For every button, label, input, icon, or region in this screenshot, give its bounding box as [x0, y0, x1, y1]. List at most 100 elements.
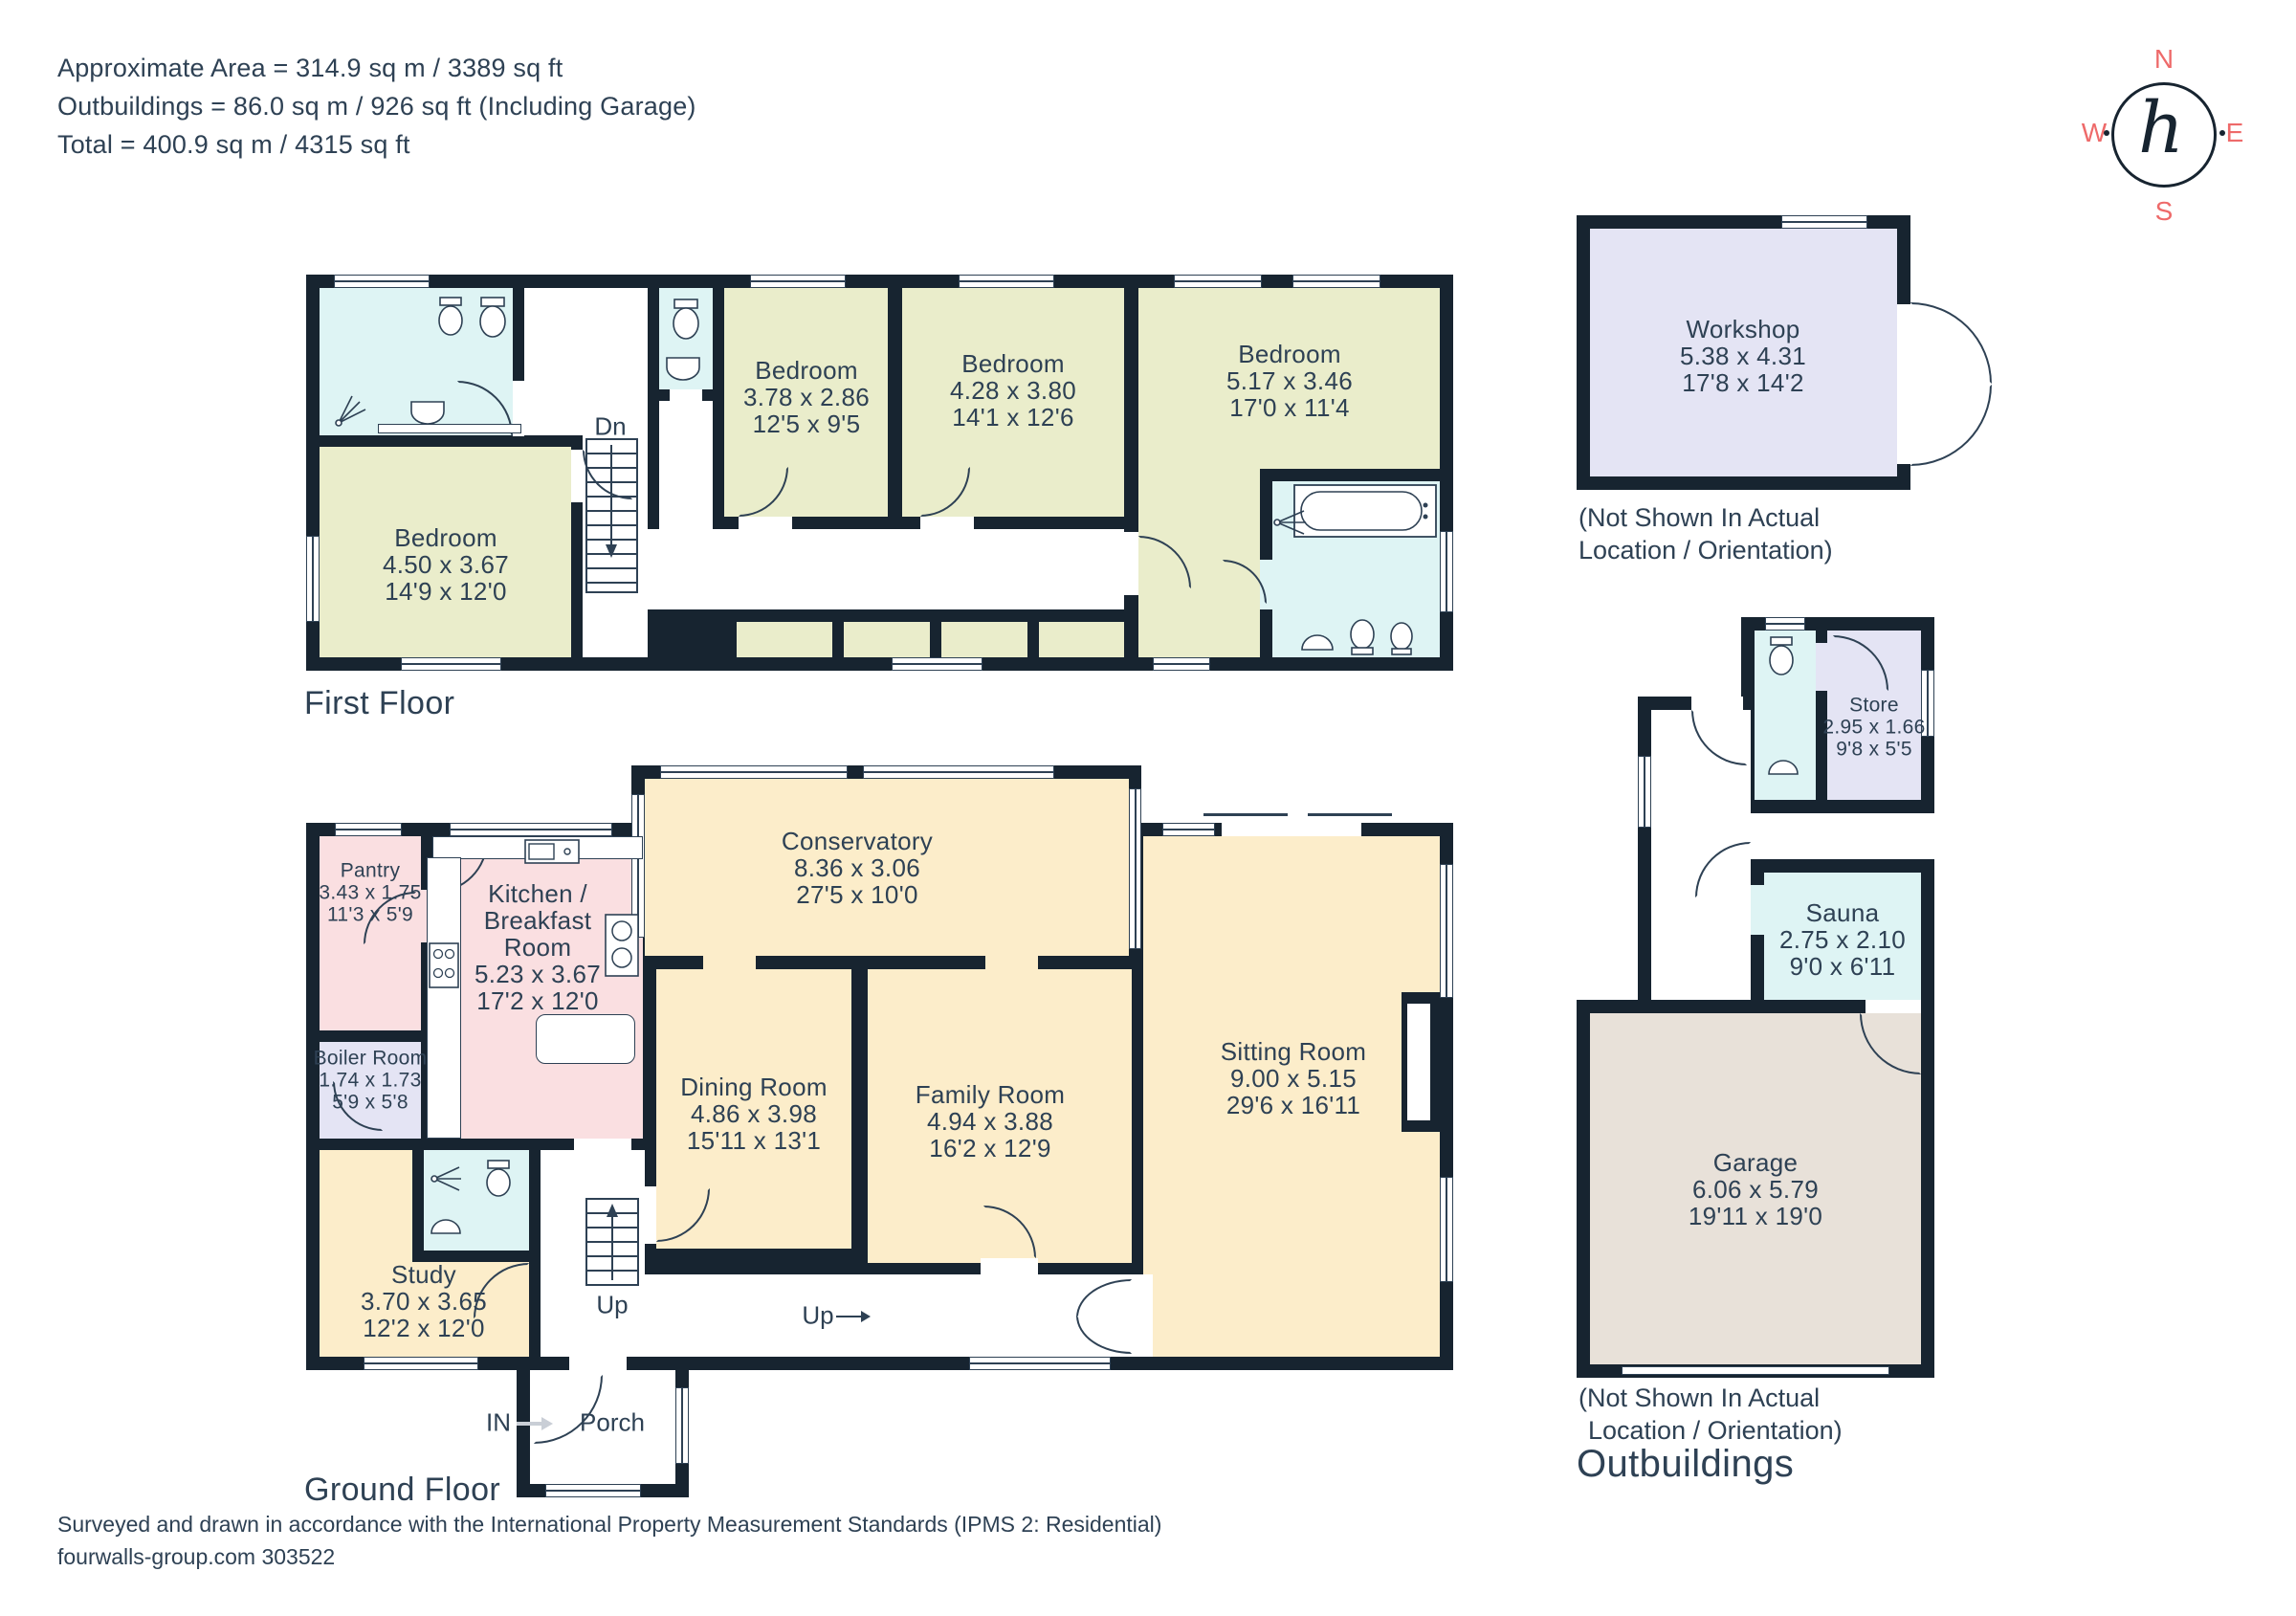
room-name: Study [391, 1260, 456, 1289]
room-dims-m: 3.43 x 1.75 [319, 881, 422, 904]
room-dims-m: 3.78 x 2.86 [743, 383, 870, 411]
note-line: Location / Orientation) [1588, 1416, 1843, 1445]
compass-east-dot-icon [2219, 130, 2225, 136]
room-dims-ft: 17'0 x 11'4 [1229, 393, 1350, 422]
door-opening [1751, 885, 1764, 935]
hob-icon [429, 942, 459, 988]
room-dims-m: 2.75 x 2.10 [1779, 925, 1906, 954]
room-name: Sitting Room [1220, 1037, 1367, 1066]
door-arc [1910, 302, 1992, 384]
door-opening [513, 381, 524, 436]
window [863, 765, 1054, 779]
porch-in-label: IN [486, 1407, 511, 1437]
room-name: Kitchen / Breakfast Room [483, 879, 592, 962]
room-dims-ft: 9'0 x 6'11 [1789, 952, 1896, 981]
compass-logo-icon: h [2138, 87, 2184, 170]
door-opening [1866, 1000, 1921, 1013]
compass-west-label: W [2081, 118, 2108, 147]
room-name: Dining Room [680, 1073, 828, 1101]
room-name: Sauna [1805, 898, 1880, 927]
sliding-door-rail [1203, 813, 1288, 816]
room-name: Family Room [915, 1080, 1066, 1109]
window [892, 657, 982, 671]
sink-icon [1768, 760, 1799, 775]
sliding-door-rail [1308, 813, 1392, 816]
window [335, 823, 402, 836]
compass-east-label: E [2225, 118, 2244, 147]
wall [412, 1251, 529, 1262]
room-dims-m: 5.38 x 4.31 [1680, 342, 1806, 370]
closet-divider-wall [1027, 622, 1039, 657]
window [1638, 756, 1651, 828]
room-name: Boiler Room [313, 1047, 428, 1070]
window [1921, 670, 1934, 737]
window [334, 275, 430, 288]
room-label-family: Family Room 4.94 x 3.88 16'2 x 12'9 [916, 1081, 1065, 1162]
door-opening [1897, 304, 1910, 464]
toilet-icon [486, 1160, 511, 1197]
step-up-label: Up [802, 1300, 834, 1330]
room-dims-ft: 9'8 x 5'5 [1836, 738, 1912, 761]
compass-west-dot-icon [2104, 130, 2109, 136]
bathtub-icon [1293, 484, 1437, 538]
vanity-counter [378, 424, 521, 433]
room-dims-m: 4.28 x 3.80 [950, 376, 1076, 405]
window [660, 765, 848, 779]
window [959, 275, 1054, 288]
room-dims-ft: 11'3 x 5'9 [326, 903, 414, 926]
note-line: (Not Shown In Actual [1578, 1384, 1821, 1412]
room-dims-ft: 5'9 x 5'8 [332, 1091, 408, 1114]
sink-icon [666, 357, 700, 381]
door-opening [1816, 643, 1827, 691]
room-dims-m: 4.86 x 3.98 [691, 1099, 817, 1128]
room-sauna-fill [1764, 873, 1921, 1001]
door-opening [1691, 697, 1743, 710]
room-ff-bedroom1-fill [320, 447, 571, 657]
header-outbuildings-area: Outbuildings = 86.0 sq m / 926 sq ft (In… [57, 92, 696, 121]
door-opening [981, 1258, 1038, 1274]
room-name: Bedroom [1238, 340, 1341, 368]
sink-icon [410, 401, 445, 425]
fireplace-hearth [1407, 1004, 1430, 1120]
header-approximate-area: Approximate Area = 314.9 sq m / 3389 sq … [57, 54, 563, 82]
room-label-sauna: Sauna 2.75 x 2.10 9'0 x 6'11 [1779, 899, 1906, 980]
room-name: Garage [1712, 1148, 1799, 1177]
room-label-store: Store 2.95 x 1.66 9'8 x 5'5 [1822, 695, 1925, 761]
compass-circle-icon [2111, 82, 2217, 188]
door-opening [670, 389, 702, 401]
note-line: (Not Shown In Actual [1578, 503, 1821, 532]
window [1781, 215, 1867, 229]
door-opening [703, 956, 756, 969]
window [1440, 864, 1453, 998]
room-dims-m: 1.74 x 1.73 [319, 1069, 422, 1092]
door-opening [574, 1139, 631, 1150]
footer-brand: fourwalls-group.com 303522 [57, 1544, 336, 1569]
room-name: Store [1849, 694, 1899, 717]
shower-icon [335, 395, 366, 427]
footer-standards: Surveyed and drawn in accordance with th… [57, 1512, 1162, 1537]
door-opening [1124, 532, 1138, 595]
room-label-bedroom4: Bedroom 5.17 x 3.46 17'0 x 11'4 [1226, 341, 1353, 421]
garage-note: (Not Shown In Actual Location / Orientat… [1578, 1382, 1843, 1447]
room-garage-fill [1590, 1013, 1921, 1364]
ff-corridor-west-fill [659, 401, 713, 529]
window [750, 275, 846, 288]
toilet-icon [1769, 636, 1794, 675]
toilet-icon [479, 297, 506, 338]
bidet-icon [438, 297, 463, 336]
room-dims-ft: 12'5 x 9'5 [752, 410, 861, 438]
sink-icon [1301, 634, 1334, 651]
room-dims-ft: 19'11 x 19'0 [1688, 1202, 1823, 1230]
room-dims-m: 5.23 x 3.67 [475, 960, 601, 988]
stairs-up-label: Up [596, 1290, 629, 1319]
room-label-boiler: Boiler Room 1.74 x 1.73 5'9 x 5'8 [314, 1048, 428, 1114]
room-dims-m: 3.70 x 3.65 [361, 1287, 487, 1316]
door-opening [569, 1357, 627, 1370]
room-label-bedroom2: Bedroom 3.78 x 2.86 12'5 x 9'5 [743, 357, 870, 437]
room-label-study: Study 3.70 x 3.65 12'2 x 12'0 [361, 1261, 487, 1341]
door-opening [1132, 1279, 1143, 1354]
room-label-sitting: Sitting Room 9.00 x 5.15 29'6 x 16'11 [1221, 1038, 1366, 1118]
room-dims-m: 5.17 x 3.46 [1226, 366, 1353, 395]
door-opening [920, 517, 974, 529]
